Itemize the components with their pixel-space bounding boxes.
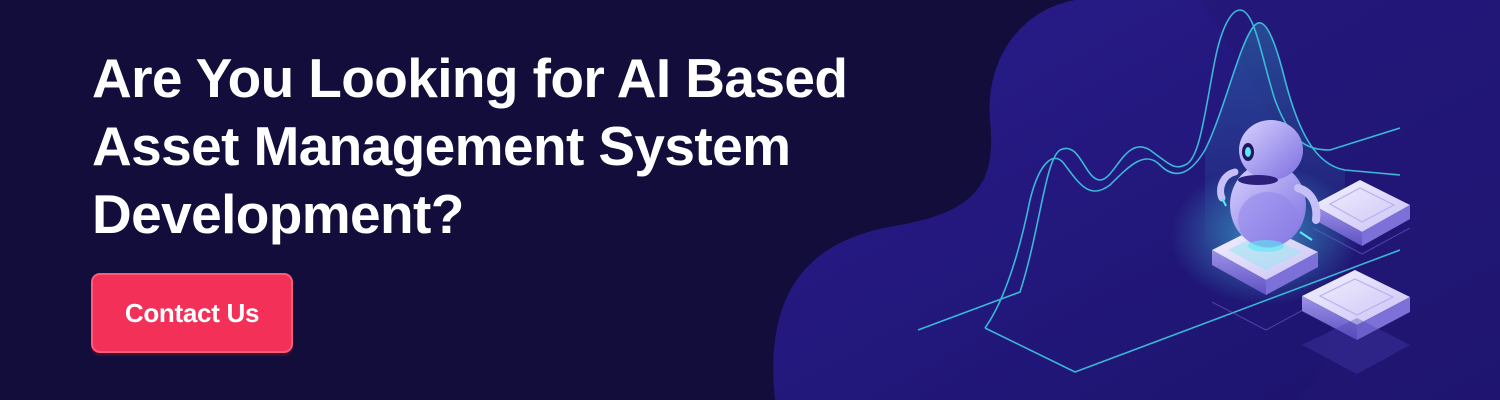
contact-us-label: Contact Us bbox=[124, 297, 260, 328]
robot-illustration bbox=[1217, 120, 1321, 252]
headline: Are You Looking for AI Based Asset Manag… bbox=[92, 44, 912, 248]
headline-line-1: Are You Looking for AI Based bbox=[92, 47, 848, 109]
platform-tiles-illustration bbox=[1211, 180, 1411, 374]
headline-line-3: Development? bbox=[92, 183, 464, 245]
headline-line-2: Asset Management System bbox=[92, 115, 791, 177]
contact-us-button[interactable]: Contact Us bbox=[91, 273, 293, 353]
